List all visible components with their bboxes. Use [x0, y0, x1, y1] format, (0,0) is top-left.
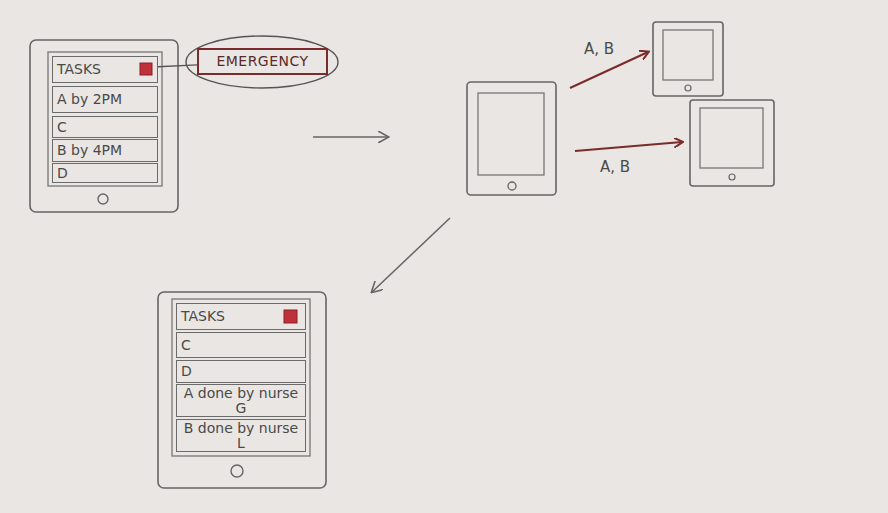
arrow-label: A, B	[584, 40, 614, 58]
task-row: D	[52, 163, 158, 183]
text-stack: D	[57, 166, 68, 181]
task-row: B by 4PM	[52, 139, 158, 162]
row-text: A done by nurse G	[181, 386, 301, 415]
text-stack: A by 2PM	[57, 92, 122, 107]
row-text: TASKS	[181, 309, 225, 324]
task-row: B done by nurse L	[176, 419, 306, 452]
row-text: C	[181, 338, 191, 353]
header-row: TASKS	[52, 56, 158, 83]
task-row: A done by nurse G	[176, 384, 306, 417]
row-text: B by 4PM	[57, 143, 122, 158]
text-stack: EMERGENCY	[216, 54, 308, 69]
row-text: B done by nurse L	[181, 421, 301, 450]
text-stack: B done by nurse L	[181, 421, 301, 450]
text-stack: TASKS	[181, 309, 225, 324]
task-row: C	[176, 332, 306, 358]
text-stack: B by 4PM	[57, 143, 122, 158]
callout-leader	[158, 65, 197, 67]
text-stack: A done by nurse G	[181, 386, 301, 415]
text-stack: TASKS	[57, 62, 101, 77]
row-text: C	[57, 120, 67, 135]
text-stack: D	[181, 364, 192, 379]
row-text: TASKS	[57, 62, 101, 77]
text-stack: C	[181, 338, 191, 353]
task-row: C	[52, 116, 158, 138]
row-text: EMERGENCY	[216, 54, 308, 69]
row-text: D	[181, 364, 192, 379]
header-row: TASKS	[176, 303, 306, 330]
callout-box: EMERGENCY	[197, 48, 328, 75]
task-row: A by 2PM	[52, 86, 158, 113]
row-text: D	[57, 166, 68, 181]
arrow-label: A, B	[600, 158, 630, 176]
task-row: D	[176, 360, 306, 383]
text-stack: C	[57, 120, 67, 135]
row-text: A by 2PM	[57, 92, 122, 107]
